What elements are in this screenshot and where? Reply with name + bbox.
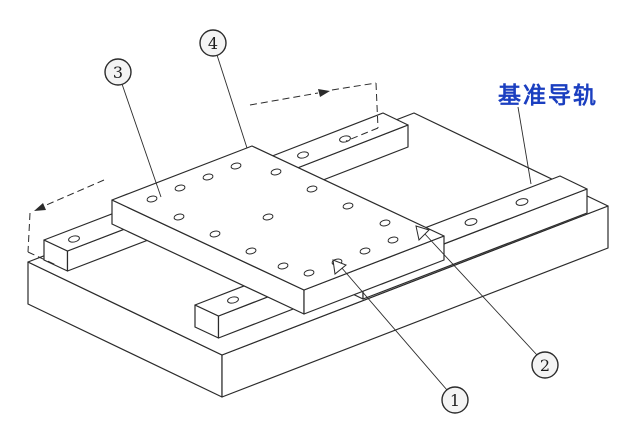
bolt-hole: [227, 296, 239, 304]
bolt-hole: [277, 262, 289, 270]
motion-arrow-left: [34, 179, 105, 211]
datum-rail-label: 基准导轨: [498, 82, 598, 109]
bolt-hole: [245, 247, 257, 255]
callout-1-number: 1: [450, 391, 460, 410]
bolt-hole: [270, 168, 282, 176]
callout-1: 1: [441, 386, 469, 414]
callout-3: 3: [104, 58, 132, 86]
bolt-hole: [202, 173, 214, 181]
callout-3-number: 3: [113, 63, 123, 82]
bolt-hole: [230, 162, 242, 170]
bolt-hole: [306, 185, 318, 193]
worktable-bolt-holes: [146, 162, 399, 277]
bolt-hole: [379, 219, 391, 227]
bolt-hole: [146, 195, 158, 203]
bolt-hole: [68, 235, 80, 243]
bolt-hole: [173, 213, 185, 221]
callout-3-circle: [104, 58, 132, 86]
callout-3-leader: [121, 83, 162, 198]
callout-1-leader: [340, 266, 448, 391]
phantom-outline-right: [331, 82, 379, 142]
callout-1-circle: [441, 386, 469, 414]
callout-4-number: 4: [208, 34, 218, 53]
bolt-hole: [174, 184, 186, 192]
callout-4-leader: [216, 54, 248, 149]
bolt-hole: [359, 247, 371, 255]
bolt-hole: [303, 269, 315, 277]
bolt-hole: [209, 230, 221, 238]
worktable-plate: [111, 145, 445, 315]
callout-2: 2: [531, 351, 559, 379]
bolt-hole: [342, 202, 354, 210]
datum-label-leader: [517, 106, 532, 185]
bolt-hole: [464, 218, 478, 226]
phantom-outline-left: [27, 212, 57, 266]
bolt-hole: [515, 198, 529, 206]
arrowhead-icon: [34, 203, 46, 211]
callout-2-number: 2: [540, 356, 550, 375]
bolt-hole: [262, 213, 274, 221]
callout-4: 4: [199, 29, 227, 57]
callout-4-circle: [199, 29, 227, 57]
bolt-hole: [339, 135, 351, 143]
motion-arrow-upper: [249, 89, 330, 106]
bolt-hole: [297, 151, 309, 159]
callout-2-circle: [531, 351, 559, 379]
arrowhead-icon: [318, 89, 330, 97]
callout-2-leader: [423, 232, 538, 356]
pointer-triangle-2: [415, 225, 430, 242]
bolt-hole: [387, 236, 399, 244]
pointer-triangle-1: [332, 259, 347, 275]
